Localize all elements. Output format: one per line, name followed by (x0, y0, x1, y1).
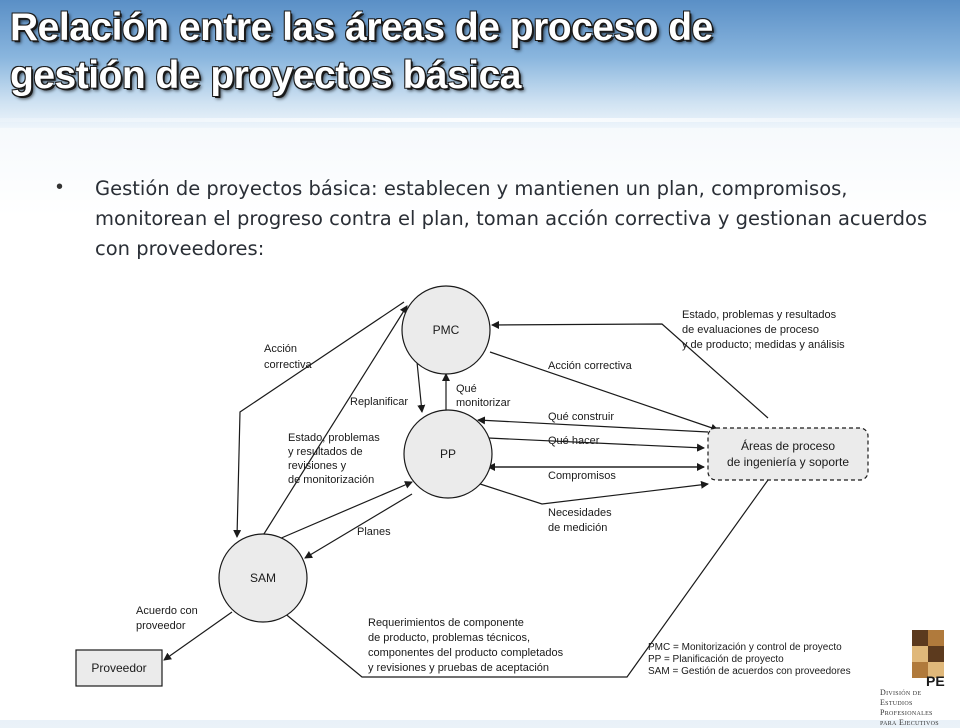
label-necesidades-2: de medición (548, 522, 607, 534)
label-estado-pp-1: Estado, problemas (288, 432, 380, 444)
label-que-monitorizar-2: monitorizar (456, 397, 511, 409)
label-accion-left-2: correctiva (264, 359, 313, 371)
title-line-1: Relación entre las áreas de proceso de (10, 6, 713, 49)
pp-label: PP (440, 447, 456, 461)
arrow-planes (304, 493, 413, 559)
sam-node (218, 533, 308, 623)
title-line-2: gestión de proyectos básica (10, 54, 522, 97)
arrow-req-to-sam (276, 479, 769, 678)
label-planes: Planes (357, 526, 391, 538)
logo-line-2: Estudios Profesionales (880, 698, 933, 717)
label-req-2: de producto, problemas técnicos, (368, 632, 530, 644)
logo-badge: PE (926, 673, 945, 689)
label-estado-pp-2: y resultados de (288, 446, 363, 458)
arrow-necesidades (473, 480, 709, 505)
label-estado-pp-4: de monitorización (288, 474, 374, 486)
arrow-pmc-to-sam (233, 301, 405, 538)
pmc-node (401, 285, 491, 375)
arrow-replanificar (416, 361, 426, 413)
engineering-node (707, 427, 869, 481)
arrow-sam-to-pmc (256, 305, 408, 546)
arrow-eng-to-pmc (491, 320, 769, 419)
pp-node (403, 409, 493, 499)
arrow-que-construir (477, 416, 709, 433)
logo-line-1: División de (880, 688, 922, 697)
institution-logo: PE (904, 630, 960, 720)
legend-sam: SAM = Gestión de acuerdos con proveedore… (648, 666, 851, 677)
label-replanificar: Replanificar (350, 396, 408, 408)
label-accion-left-1: Acción (264, 343, 297, 355)
label-acuerdo-2: proveedor (136, 620, 186, 632)
label-req-3: componentes del producto completados (368, 647, 564, 659)
label-necesidades-1: Necesidades (548, 507, 612, 519)
label-que-monitorizar-1: Qué (456, 383, 477, 395)
label-que-construir: Qué construir (548, 411, 614, 423)
label-compromisos: Compromisos (548, 470, 616, 482)
label-req-4: y revisiones y pruebas de aceptación (368, 662, 549, 674)
label-accion-right: Acción correctiva (548, 360, 633, 372)
pmc-label: PMC (433, 323, 460, 337)
supplier-label: Proveedor (91, 661, 146, 675)
diagram-svg: PMC PP SAM Proveedor Áreas de proceso de… (75, 285, 869, 687)
process-diagram: PMC PP SAM Proveedor Áreas de proceso de… (72, 282, 906, 692)
title-band (0, 0, 960, 128)
supplier-node (75, 649, 163, 687)
label-estado-pp-3: revisiones y (288, 460, 347, 472)
bullet-text: Gestión de proyectos básica: establecen … (95, 177, 928, 260)
logo-mark: PE (912, 630, 945, 689)
slide-title: Relación entre las áreas de proceso de g… (10, 4, 910, 100)
label-req-1: Requerimientos de componente (368, 617, 524, 629)
arrow-acuerdo (163, 611, 233, 661)
sam-label: SAM (250, 571, 276, 585)
label-estado-eng-3: y de producto; medidas y análisis (682, 339, 845, 351)
logo-caption: División de Estudios Profesionales para … (880, 688, 960, 728)
arrow-que-hacer (487, 437, 705, 452)
label-estado-eng-2: de evaluaciones de proceso (682, 324, 819, 336)
label-acuerdo-1: Acuerdo con (136, 605, 198, 617)
label-estado-eng-1: Estado, problemas y resultados (682, 309, 837, 321)
bullet-marker: • (56, 176, 64, 198)
label-que-hacer: Qué hacer (548, 435, 600, 447)
legend-pmc: PMC = Monitorización y control de proyec… (648, 642, 842, 653)
engineering-label-1: Áreas de proceso (741, 438, 835, 453)
arrow-sam-to-pp (271, 481, 413, 543)
engineering-label-2: de ingeniería y soporte (727, 455, 849, 469)
legend-pp: PP = Planificación de proyecto (648, 654, 784, 665)
arrow-accion-correctiva (489, 351, 719, 432)
